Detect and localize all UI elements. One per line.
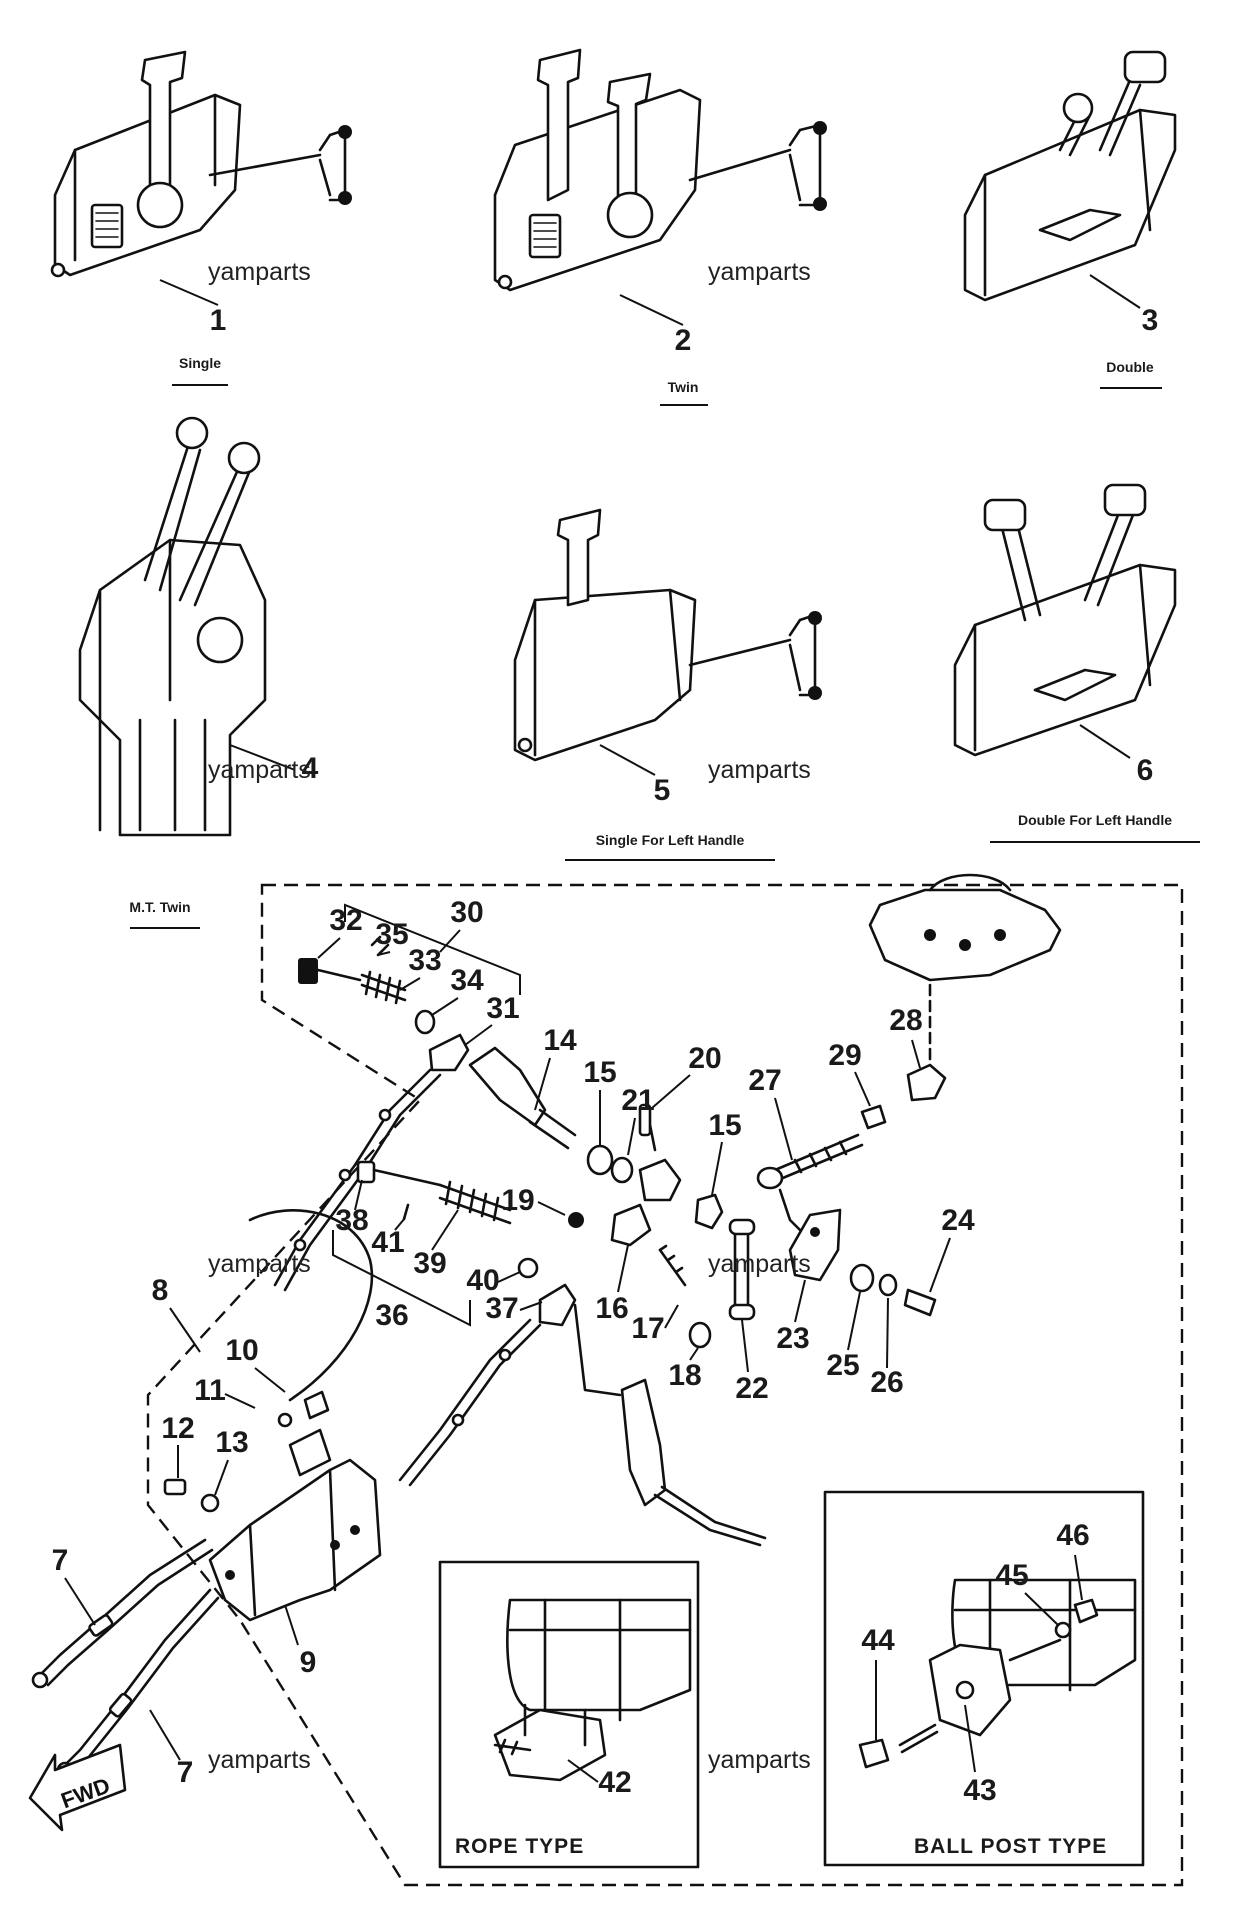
watermark: yamparts	[208, 1746, 311, 1774]
callout-46: 46	[1056, 1519, 1089, 1552]
callout-18: 18	[668, 1359, 701, 1392]
callout-15-left: 15	[583, 1056, 616, 1089]
callout-37: 37	[485, 1292, 518, 1325]
callout-11: 11	[194, 1374, 226, 1407]
callout-34: 34	[450, 964, 484, 997]
part-callouts: 7 7 8 9 10 11 12 13 14 15 15 16 17 18 19…	[52, 896, 1090, 1807]
callout-20: 20	[688, 1042, 721, 1075]
callout-43: 43	[963, 1774, 996, 1807]
variant-1-number: 1	[210, 304, 227, 337]
variant-6-number: 6	[1137, 754, 1154, 787]
watermark: yamparts	[708, 756, 811, 784]
callout-17: 17	[631, 1312, 664, 1345]
callout-33: 33	[408, 944, 441, 977]
callout-36: 36	[375, 1299, 408, 1332]
remote-control-single-left-handle	[513, 508, 822, 762]
remote-control-twin	[493, 48, 827, 292]
variant-4-number: 4	[302, 752, 319, 785]
callout-39: 39	[413, 1247, 446, 1280]
callout-40: 40	[466, 1264, 499, 1297]
callout-38: 38	[335, 1204, 368, 1237]
callout-19: 19	[501, 1184, 534, 1217]
remote-control-double	[963, 50, 1177, 302]
watermark: yamparts	[708, 258, 811, 286]
rope-type-caption: ROPE TYPE	[455, 1835, 584, 1858]
callout-15-right: 15	[708, 1109, 741, 1142]
variant-5-number: 5	[654, 774, 671, 807]
remote-control-mt-twin	[78, 416, 267, 837]
variant-2-number: 2	[675, 324, 692, 357]
variant-labels: 1 Single 2 Twin 3 Double 4 M.T. Twin 5 S…	[129, 274, 1200, 929]
callout-26: 26	[870, 1366, 903, 1399]
watermark: yamparts	[208, 258, 311, 286]
remote-control-double-left-handle	[953, 483, 1177, 757]
ball-post-type-caption: BALL POST TYPE	[914, 1835, 1107, 1858]
remote-control-single	[50, 50, 352, 278]
rope-type-inset: ROPE TYPE	[438, 1560, 700, 1869]
variant-4-caption: M.T. Twin	[129, 899, 190, 915]
callout-10: 10	[225, 1334, 258, 1367]
callout-23: 23	[776, 1322, 809, 1355]
variant-1-caption: Single	[179, 355, 221, 371]
callout-7-upper: 7	[52, 1544, 69, 1577]
callout-25: 25	[826, 1349, 859, 1382]
callout-32: 32	[329, 904, 362, 937]
ball-post-type-inset: BALL POST TYPE	[823, 1490, 1145, 1867]
variant-2-caption: Twin	[668, 379, 699, 395]
variant-3-caption: Double	[1106, 359, 1154, 375]
callout-28: 28	[889, 1004, 922, 1037]
fwd-direction-arrow: FWD	[28, 1743, 127, 1832]
callout-35: 35	[375, 918, 408, 951]
watermarks: yamparts yamparts yamparts yamparts yamp…	[208, 258, 811, 1774]
callout-7-lower: 7	[177, 1756, 194, 1789]
callout-13: 13	[215, 1426, 248, 1459]
callout-16: 16	[595, 1292, 628, 1325]
callout-42: 42	[598, 1766, 631, 1799]
watermark: yamparts	[708, 1250, 811, 1278]
callout-30: 30	[450, 896, 483, 929]
callout-9: 9	[300, 1646, 317, 1679]
callout-45: 45	[995, 1559, 1028, 1592]
callout-8: 8	[152, 1274, 169, 1307]
watermark: yamparts	[708, 1746, 811, 1774]
callout-24: 24	[941, 1204, 975, 1237]
variant-3-number: 3	[1142, 304, 1159, 337]
callout-22: 22	[735, 1372, 768, 1405]
assembly-boundary	[146, 883, 1184, 1887]
exploded-assembly	[31, 873, 1184, 1887]
callout-27: 27	[748, 1064, 781, 1097]
callout-31: 31	[486, 992, 519, 1025]
callout-41: 41	[371, 1226, 404, 1259]
variant-6-caption: Double For Left Handle	[1018, 812, 1172, 828]
callout-12: 12	[161, 1412, 194, 1445]
callout-29: 29	[828, 1039, 861, 1072]
variant-5-caption: Single For Left Handle	[596, 832, 745, 848]
watermark: yamparts	[208, 756, 311, 784]
callout-44: 44	[861, 1624, 895, 1657]
callout-14: 14	[543, 1024, 577, 1057]
callout-21: 21	[621, 1084, 654, 1117]
watermark: yamparts	[208, 1250, 311, 1278]
